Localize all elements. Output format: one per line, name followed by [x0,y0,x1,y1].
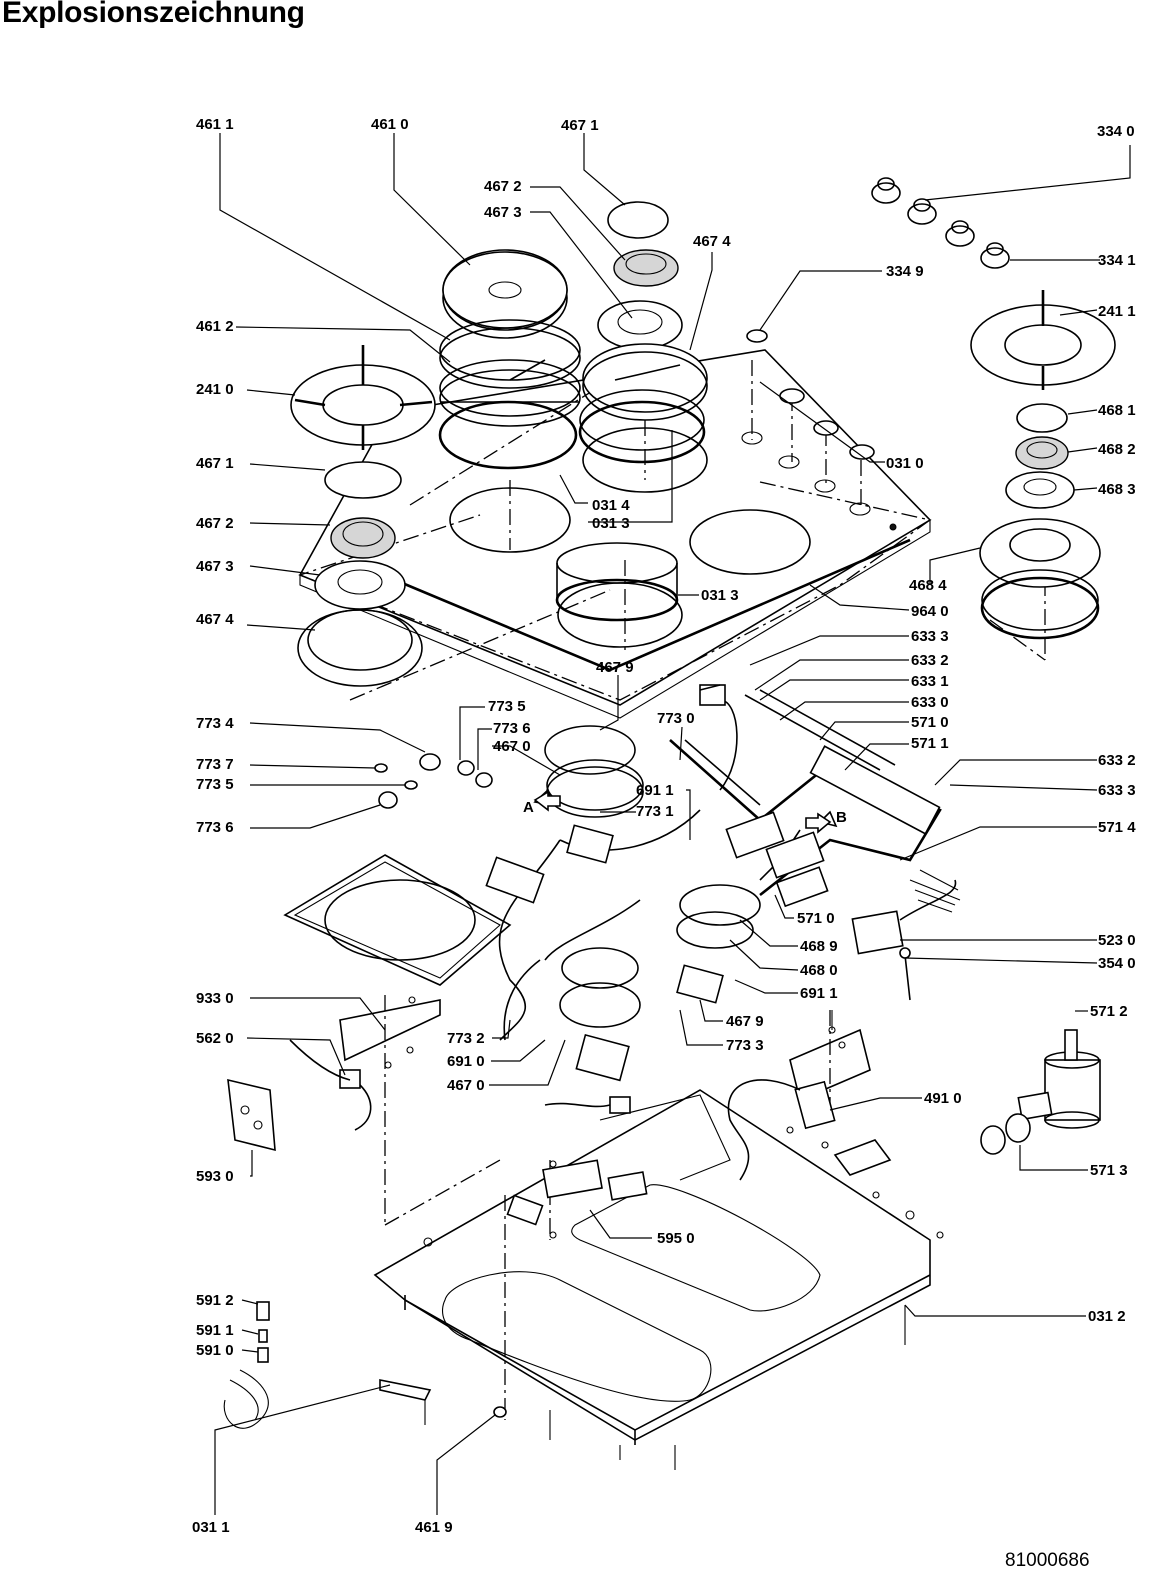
part-label: 334 0 [1097,123,1135,140]
part-label: 467 3 [484,204,522,221]
part-label: 241 1 [1098,303,1136,320]
part-label: 591 1 [196,1322,234,1339]
direction-mark-a: A [523,799,534,816]
bottom-tray [373,1089,944,1470]
part-label: 468 3 [1098,481,1136,498]
part-label: 773 0 [657,710,695,727]
gas-regulator [980,1029,1101,1155]
part-label: 031 2 [1088,1308,1126,1325]
part-label: 773 6 [196,819,234,836]
part-label: 691 1 [800,985,838,1002]
large-burner-stack [438,249,581,470]
part-label: 467 2 [196,515,234,532]
part-label: 467 0 [447,1077,485,1094]
right-burner-stack [970,290,1116,640]
part-label: 633 3 [911,628,949,645]
part-labels: 461 1 461 0 467 1 334 0 467 2 467 3 467 … [192,116,1136,1536]
part-label: 031 3 [701,587,739,604]
part-label: 468 0 [800,962,838,979]
left-burner-stack [290,345,436,687]
part-label: 467 9 [596,659,634,676]
assembly-axes [298,379,1046,1420]
part-label: 491 0 [924,1090,962,1107]
burner-seal-plate [283,854,512,986]
part-label: 591 0 [196,1342,234,1359]
part-label: 031 4 [592,497,630,514]
part-label: 571 2 [1090,1003,1128,1020]
part-label: 571 1 [911,735,949,752]
part-label: 334 1 [1098,252,1136,269]
side-clips [227,996,441,1152]
part-label: 467 1 [561,117,599,134]
part-label: 031 3 [592,515,630,532]
part-label: 691 0 [447,1053,485,1070]
part-label: 461 2 [196,318,234,335]
part-label: 461 0 [371,116,409,133]
thermocouple [223,1301,270,1429]
part-label: 773 5 [196,776,234,793]
part-label: 773 4 [196,715,234,732]
part-label: 595 0 [657,1230,695,1247]
part-label: 334 9 [886,263,924,280]
document-code: 81000686 [1005,1550,1090,1571]
medium-burner-stack [555,201,708,622]
part-label: 468 2 [1098,441,1136,458]
part-label: 933 0 [196,990,234,1007]
direction-mark-b: B [836,809,847,826]
part-label: 468 9 [800,938,838,955]
part-label: 633 1 [911,673,949,690]
part-label: 468 4 [909,577,947,594]
leader-lines [214,133,1131,1515]
part-label: 964 0 [911,603,949,620]
part-label: 593 0 [196,1168,234,1185]
part-label: 773 5 [488,698,526,715]
part-label: 773 7 [196,756,234,773]
part-label: 773 6 [493,720,531,737]
part-label: 467 2 [484,178,522,195]
part-label: 571 3 [1090,1162,1128,1179]
part-label: 691 1 [636,782,674,799]
part-label: 241 0 [196,381,234,398]
ignition-module [727,1010,871,1181]
part-label: 633 0 [911,694,949,711]
cooktop-top-plate [298,349,932,719]
part-label: 467 1 [196,455,234,472]
part-label: 633 2 [1098,752,1136,769]
part-label: 571 4 [1098,819,1136,836]
part-label: 461 9 [415,1519,453,1536]
page-title: Explosionszeichnung [2,0,305,29]
part-label: 467 3 [196,558,234,575]
part-label: 523 0 [1098,932,1136,949]
part-label: 031 0 [886,455,924,472]
part-label: 591 2 [196,1292,234,1309]
part-label: 461 1 [196,116,234,133]
part-label: 467 4 [196,611,234,628]
part-label: 467 9 [726,1013,764,1030]
part-label: 562 0 [196,1030,234,1047]
direction-arrows: A B [523,790,847,834]
part-label: 571 0 [911,714,949,731]
part-label: 571 0 [797,910,835,927]
part-label: 467 4 [693,233,731,250]
part-label: 468 1 [1098,402,1136,419]
part-label: 031 1 [192,1519,230,1536]
part-label: 633 3 [1098,782,1136,799]
part-label: 467 0 [493,738,531,755]
control-knobs [746,177,1010,460]
part-label: 633 2 [911,652,949,669]
gas-valve-assembly [374,684,961,1082]
part-label: 773 1 [636,803,674,820]
part-label: 773 2 [447,1030,485,1047]
part-label: 773 3 [726,1037,764,1054]
part-label: 354 0 [1098,955,1136,972]
